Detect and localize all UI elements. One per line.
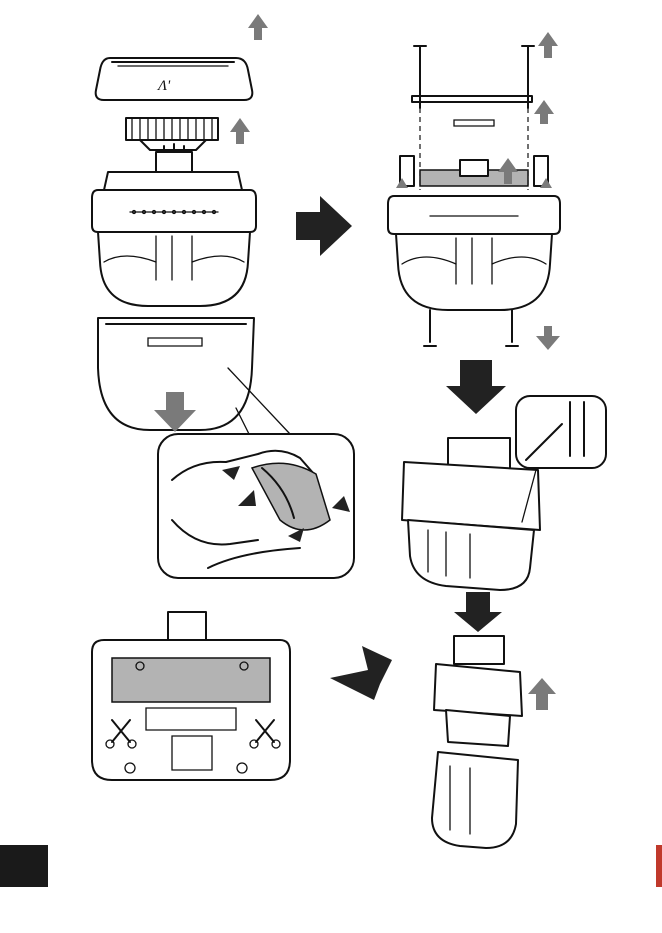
removal-arrow-icon (528, 678, 556, 710)
step-5-group (92, 612, 290, 780)
removal-arrow-icon (538, 32, 558, 58)
step-4-group (432, 636, 556, 848)
page-tab (0, 845, 48, 887)
step-arrow-icon (296, 196, 352, 256)
step-1-group: Λ' (92, 14, 354, 578)
pin-left (414, 46, 426, 108)
shaver-body-open (388, 156, 560, 310)
screw-left (424, 310, 436, 346)
step-3-group (402, 396, 606, 590)
inner-unit (434, 636, 522, 746)
logo-mark: Λ' (156, 78, 171, 94)
step-arrow-icon (446, 360, 506, 414)
unit-underside (92, 612, 290, 780)
removal-arrow-icon (248, 14, 268, 40)
removal-arrow-icon (536, 326, 560, 350)
step-arrow-icon (330, 646, 392, 700)
blade-block (126, 118, 218, 150)
step-arrow-icon (454, 592, 502, 632)
cover-plate (412, 96, 532, 126)
shaver-body (92, 172, 256, 306)
screw-right (506, 310, 518, 346)
shaver-cap: Λ' (96, 58, 253, 100)
removal-arrow-icon (230, 118, 250, 144)
head-connector (156, 144, 192, 172)
empty-housing (432, 752, 518, 848)
removal-arrow-icon (534, 100, 554, 124)
edge-marker (656, 845, 662, 887)
step-2-group (388, 32, 560, 350)
